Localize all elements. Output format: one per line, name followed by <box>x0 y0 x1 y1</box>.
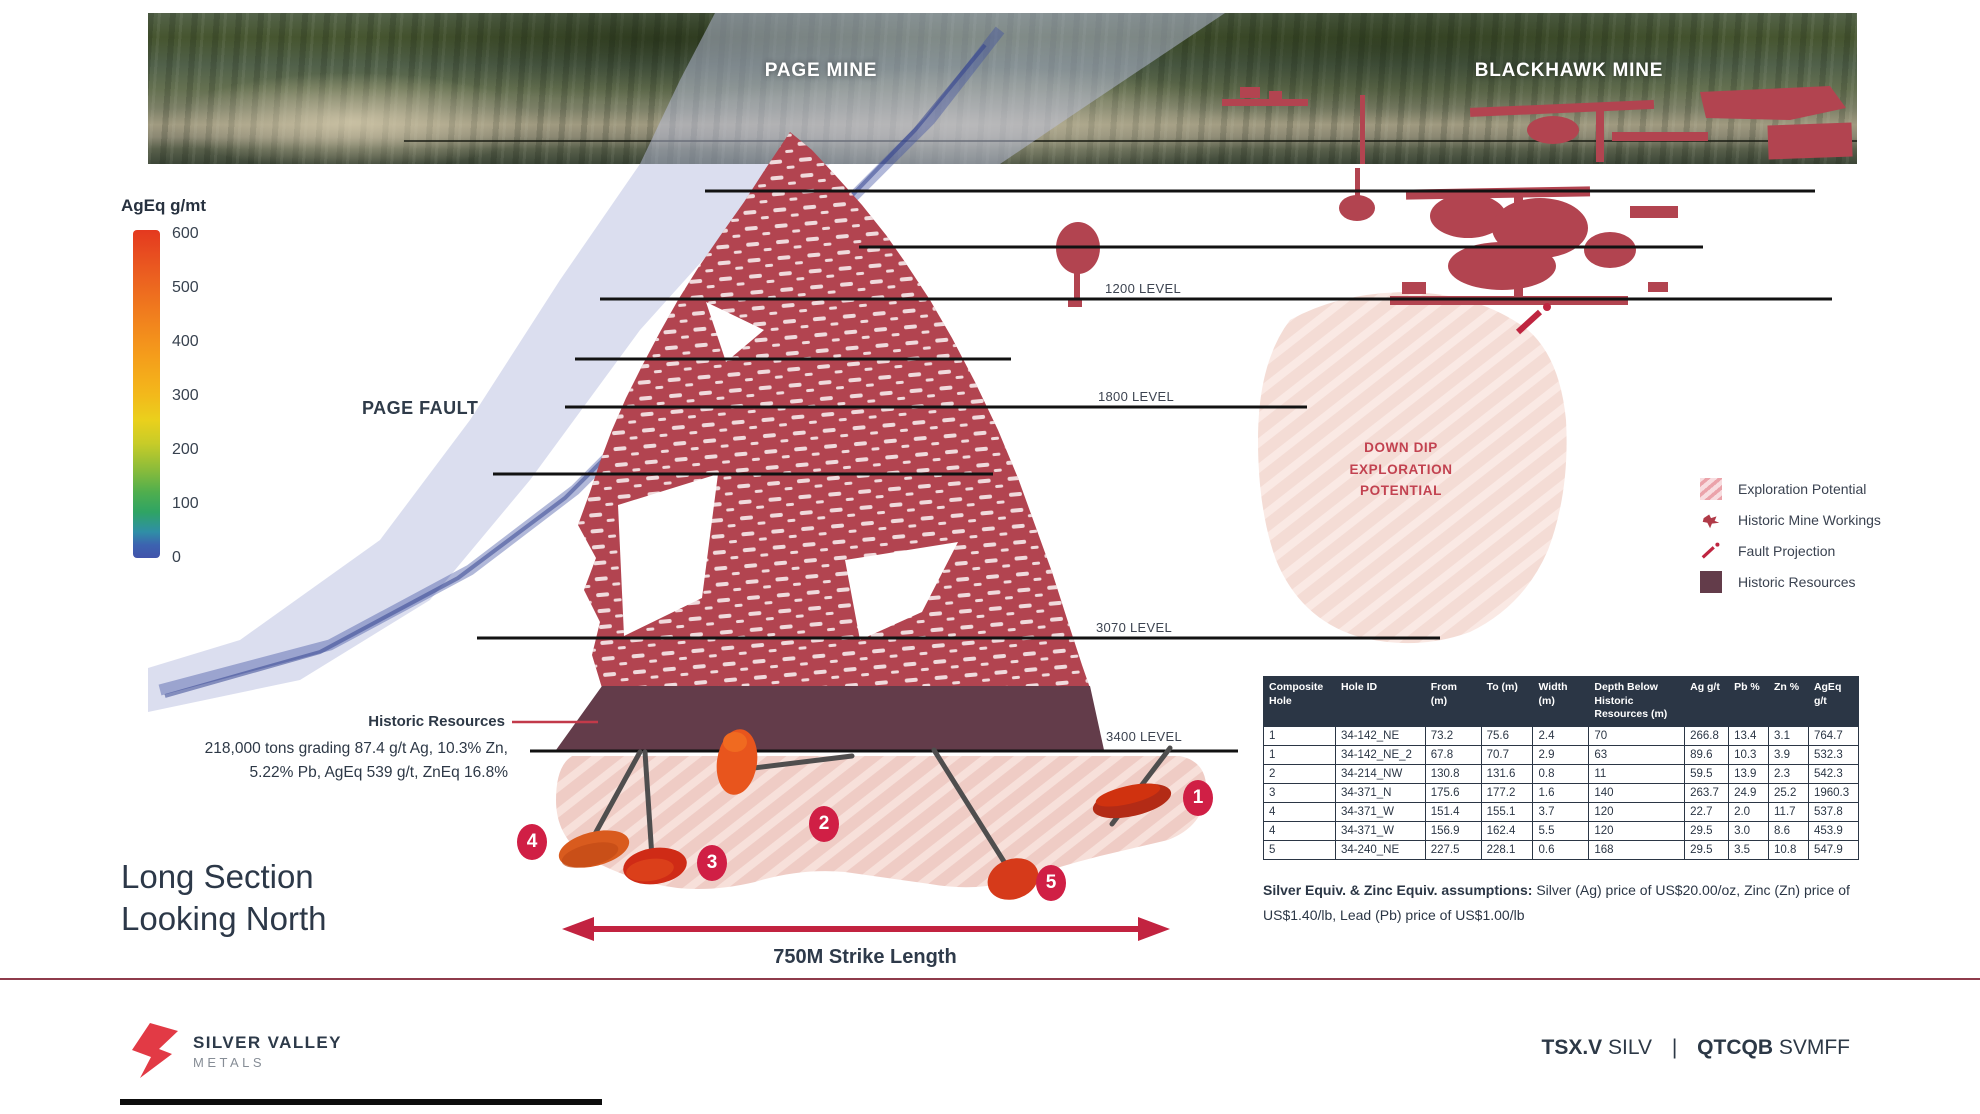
marker-4: 4 <box>517 824 547 860</box>
level-label-3400: 3400 LEVEL <box>1106 729 1183 744</box>
silver-valley-logo-icon <box>132 1023 178 1078</box>
footer-divider <box>0 978 1980 980</box>
down-dip-label: DOWN DIP EXPLORATION POTENTIAL <box>1349 440 1453 499</box>
blackhawk-mine-workings <box>1222 86 1853 305</box>
level-label-3070: 3070 LEVEL <box>1096 620 1173 635</box>
marker-5: 5 <box>1036 865 1066 901</box>
blackhawk-mine-label: BLACKHAWK MINE <box>1474 60 1664 81</box>
marker-2: 2 <box>809 806 839 842</box>
marker-3: 3 <box>697 845 727 881</box>
brand-name: SILVER VALLEY <box>193 1033 342 1052</box>
ticker-separator: | <box>1671 1036 1678 1059</box>
section-title: Long Section Looking North <box>121 858 327 937</box>
bottom-progress-bar <box>120 1099 602 1105</box>
color-scale-title: AgEq g/mt <box>121 196 206 215</box>
legend-item-exploration-potential: Exploration Potential <box>1700 478 1881 500</box>
page-fault-label: PAGE FAULT <box>362 398 479 418</box>
scale-tick-600: 600 <box>172 225 199 242</box>
legend-item-fault-projection: Fault Projection <box>1700 540 1881 562</box>
scale-tick-200: 200 <box>172 441 199 458</box>
scale-tick-300: 300 <box>172 387 199 404</box>
stock-tickers: TSX.V SILV | QTCQB SVMFF <box>1542 1036 1851 1060</box>
legend-item-historic-mine-workings: Historic Mine Workings <box>1700 509 1881 531</box>
brand-subname: METALS <box>193 1055 266 1070</box>
strike-length-arrow <box>562 917 1170 941</box>
legend-item-historic-resources: Historic Resources <box>1700 571 1881 593</box>
historic-resources-line1: 218,000 tons grading 87.4 g/t Ag, 10.3% … <box>204 740 508 757</box>
historic-resources-title: Historic Resources <box>368 713 505 730</box>
color-scale-bar <box>133 230 160 558</box>
page-mine-label: PAGE MINE <box>764 60 878 81</box>
exchange-tsxv: TSX.V <box>1541 1036 1603 1059</box>
level-label-1800: 1800 LEVEL <box>1098 389 1175 404</box>
level-lines <box>477 189 1832 753</box>
symbol-svmff: SVMFF <box>1778 1036 1850 1059</box>
scale-tick-400: 400 <box>172 333 199 350</box>
scale-tick-100: 100 <box>172 495 199 512</box>
valley-road <box>404 139 1857 142</box>
assumptions-footnote: Silver Equiv. & Zinc Equiv. assumptions:… <box>1263 882 1850 924</box>
marker-1: 1 <box>1183 780 1213 816</box>
page-mine-workings <box>578 132 1100 688</box>
down-dip-exploration-blob <box>1258 292 1567 644</box>
hatch-swatch-icon <box>1700 478 1722 500</box>
fault-line-icon <box>1701 542 1720 559</box>
fault-projection-mark <box>1515 303 1551 335</box>
scale-tick-0: 0 <box>172 549 181 566</box>
exchange-qtcqb: QTCQB <box>1697 1036 1773 1059</box>
level-label-1200: 1200 LEVEL <box>1105 281 1182 296</box>
intercept-discs <box>558 729 1172 900</box>
historic-resources-band <box>556 686 1104 750</box>
symbol-silv: SILV <box>1608 1036 1652 1059</box>
workings-blob-icon <box>1702 514 1720 529</box>
historic-resources-line2: 5.22% Pb, AgEq 539 g/t, ZnEq 16.8% <box>249 764 508 781</box>
legend: Exploration Potential Historic Mine Work… <box>1700 478 1881 602</box>
scale-tick-500: 500 <box>172 279 199 296</box>
strike-length-label: 750M Strike Length <box>773 946 957 968</box>
solid-swatch-icon <box>1700 571 1722 593</box>
